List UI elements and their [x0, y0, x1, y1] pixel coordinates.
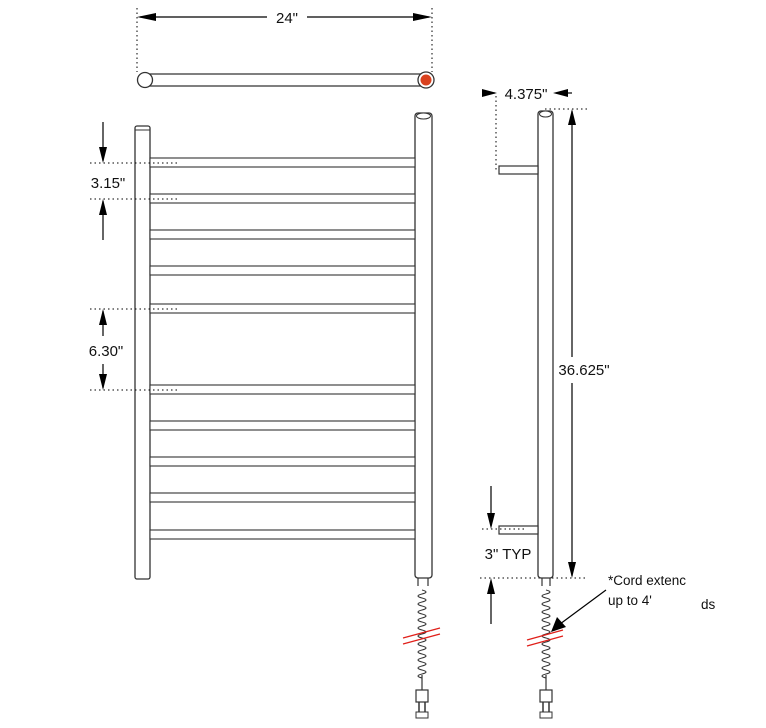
- arrowhead-up: [568, 109, 576, 125]
- upper-wall-bracket: [498, 165, 539, 175]
- left-post: [134, 125, 151, 580]
- cross-bar: [149, 229, 416, 240]
- right-post: [414, 112, 433, 579]
- wall-offset-label: 4.375": [505, 86, 548, 103]
- bar-spacing-small-label: 3.15": [91, 175, 126, 192]
- left-post-end: [136, 71, 154, 89]
- cross-bar: [149, 384, 416, 395]
- arrowhead-up: [487, 578, 495, 594]
- right-post-cap: [416, 112, 431, 120]
- cord-note-line2: up to 4': [608, 593, 652, 608]
- cord-note-fragment: ds: [701, 597, 716, 612]
- cord-note-line1: *Cord extenc: [608, 573, 686, 588]
- arrowhead-up: [99, 199, 107, 215]
- label-backdrop: [267, 7, 307, 27]
- cross-bar: [149, 456, 416, 467]
- cross-bar: [149, 529, 416, 540]
- side-view: 4.375" 36.625" 3" TYP: [480, 86, 716, 719]
- top-view: 24": [136, 7, 435, 89]
- arrowhead-left: [553, 89, 568, 97]
- arrowhead-down: [99, 374, 107, 390]
- lower-wall-bracket: [498, 525, 539, 535]
- arrowhead-left: [137, 13, 156, 21]
- plug-icon: [415, 689, 429, 703]
- arrowhead-right: [413, 13, 432, 21]
- plug-icon: [539, 689, 553, 703]
- leader-arrowhead: [551, 617, 566, 632]
- overall-width-label: 24": [276, 10, 298, 27]
- arrowhead-right: [482, 89, 497, 97]
- cross-bar: [149, 157, 416, 168]
- cross-bars: [149, 157, 416, 540]
- power-indicator-icon: [420, 74, 432, 86]
- cross-bar: [149, 420, 416, 431]
- bar-spacing-references: [90, 162, 178, 391]
- cross-bar: [149, 303, 416, 314]
- coiled-cord: [539, 589, 553, 719]
- arrowhead-down: [99, 147, 107, 163]
- note-leader-line: [555, 589, 607, 628]
- cut-mark: [526, 629, 564, 647]
- cross-bar: [149, 265, 416, 276]
- cut-mark: [402, 627, 441, 645]
- side-post-cap: [539, 110, 552, 118]
- arrowhead-up: [99, 309, 107, 325]
- front-view: 3.15" 6.30": [89, 112, 441, 719]
- bar-spacing-large-label: 6.30": [89, 343, 124, 360]
- side-post: [537, 110, 554, 579]
- arrowhead-down: [487, 513, 495, 529]
- top-rail: [145, 73, 427, 87]
- cross-bar: [149, 492, 416, 503]
- bottom-offset-label: 3" TYP: [485, 546, 532, 563]
- overall-height-label: 36.625": [558, 362, 609, 379]
- arrowhead-down: [568, 562, 576, 578]
- coiled-cord: [415, 589, 429, 719]
- cross-bar: [149, 193, 416, 204]
